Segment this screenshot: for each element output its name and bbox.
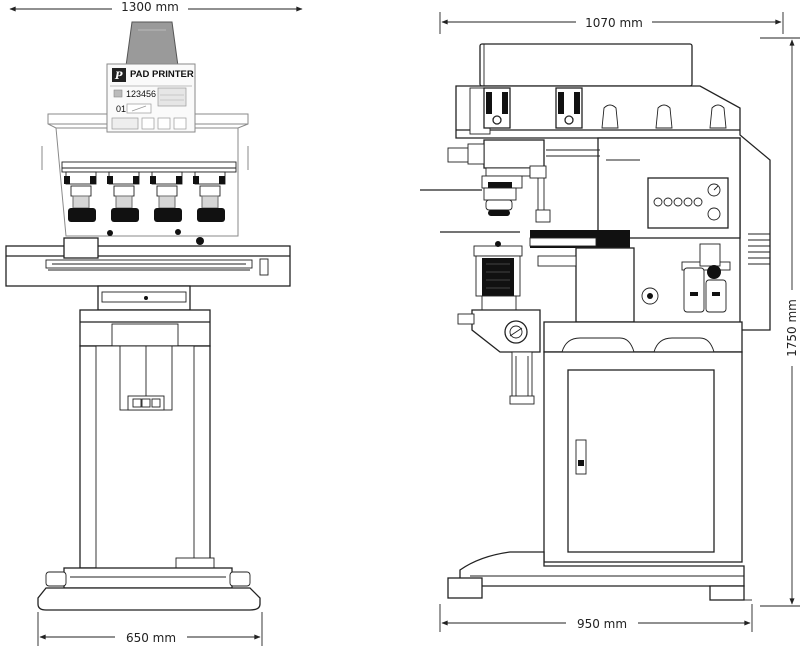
side-base	[447, 551, 752, 601]
print-head-3	[150, 171, 183, 222]
side-view	[420, 43, 771, 601]
front-width-label: 1300 mm	[121, 0, 179, 14]
control-panel: P PAD PRINTER 123456 01	[106, 63, 196, 133]
front-base	[37, 557, 261, 611]
front-stand	[79, 345, 211, 569]
side-width-label: 1070 mm	[585, 16, 643, 30]
counter-display: 123456	[126, 89, 156, 99]
dimension-side-base: 950 mm	[439, 604, 753, 632]
dimension-front-base: 650 mm	[37, 612, 263, 646]
top-lid	[479, 43, 693, 87]
side-cabinet	[543, 351, 743, 563]
logo-icon	[112, 68, 126, 82]
air-filter-regulator	[681, 243, 731, 313]
side-base-label: 950 mm	[577, 617, 627, 631]
top-clamp-2	[555, 87, 583, 129]
door-handle	[575, 439, 587, 475]
dimension-side-height: 1750 mm	[760, 37, 800, 607]
print-head-1	[64, 171, 97, 222]
panel-title: PAD PRINTER	[130, 69, 194, 80]
top-clamp-1	[483, 87, 511, 129]
dimension-side-width: 1070 mm	[439, 12, 784, 34]
print-head-2	[107, 171, 140, 222]
dimension-front-width: 1300 mm	[9, 0, 303, 16]
top-hood	[125, 21, 179, 67]
print-head-4	[193, 171, 226, 222]
cabinet-door	[567, 369, 715, 553]
front-base-label: 650 mm	[126, 631, 176, 645]
front-table	[5, 237, 291, 287]
svg-text:P: P	[114, 71, 123, 82]
station-display: 01	[116, 104, 126, 114]
side-height-label: 1750 mm	[785, 299, 799, 357]
front-view: P PAD PRINTER 123456 01	[5, 21, 291, 611]
